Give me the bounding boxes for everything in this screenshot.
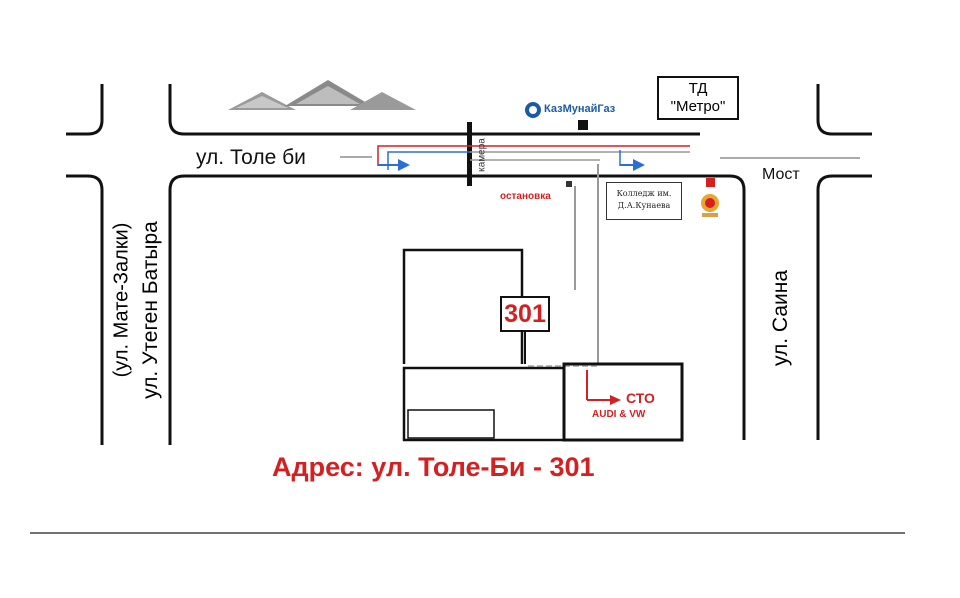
street-label-mate-zalki: (ул. Мате-Залки) [110,222,133,378]
landmark-label-camera: камера [476,138,488,172]
street-label-saina: ул. Саина [769,269,792,367]
street-label-tole-bi: ул. Толе би [196,146,306,169]
td-label: ТД [688,80,708,97]
bus-stop-marker [566,181,572,187]
landmark-label-ostanovka: остановка [500,191,551,202]
service-brands: AUDI & VW [592,409,646,420]
landmark-td-metro: ТД "Метро" [657,76,739,120]
road-lines [66,84,872,445]
road-edge [816,174,872,440]
mountains-illustration [228,80,416,110]
street-label-utegen: ул. Утеген Батыра [139,221,162,399]
route-lines [377,145,690,401]
address-caption: Адрес: ул. Толе-Би - 301 [272,452,595,482]
road-edge [816,84,872,136]
road-edge [168,84,700,136]
kmg-logo-icon [525,102,541,118]
college-line-2: Д.А.Кунаева [617,201,671,210]
emblem-icon [701,194,719,217]
road-edge [168,174,746,445]
service-name: СТО [626,390,655,406]
college-line-1: Колледж им. [616,189,672,198]
red-marker [706,178,715,187]
road-edge [66,174,104,445]
bridge-lines [340,156,860,159]
camera-bar [467,122,472,186]
road-edge [66,84,104,136]
landmark-label-most: Мост [762,166,800,183]
building-number-badge: 301 [500,296,550,332]
landmark-college: Колледж им. Д.А.Кунаева [606,182,682,220]
landmark-label-kazmunaigaz: КазМунайГаз [544,103,616,115]
td-name: "Метро" [670,98,726,115]
route-arrows [378,159,645,405]
kmg-station-marker [578,120,588,130]
